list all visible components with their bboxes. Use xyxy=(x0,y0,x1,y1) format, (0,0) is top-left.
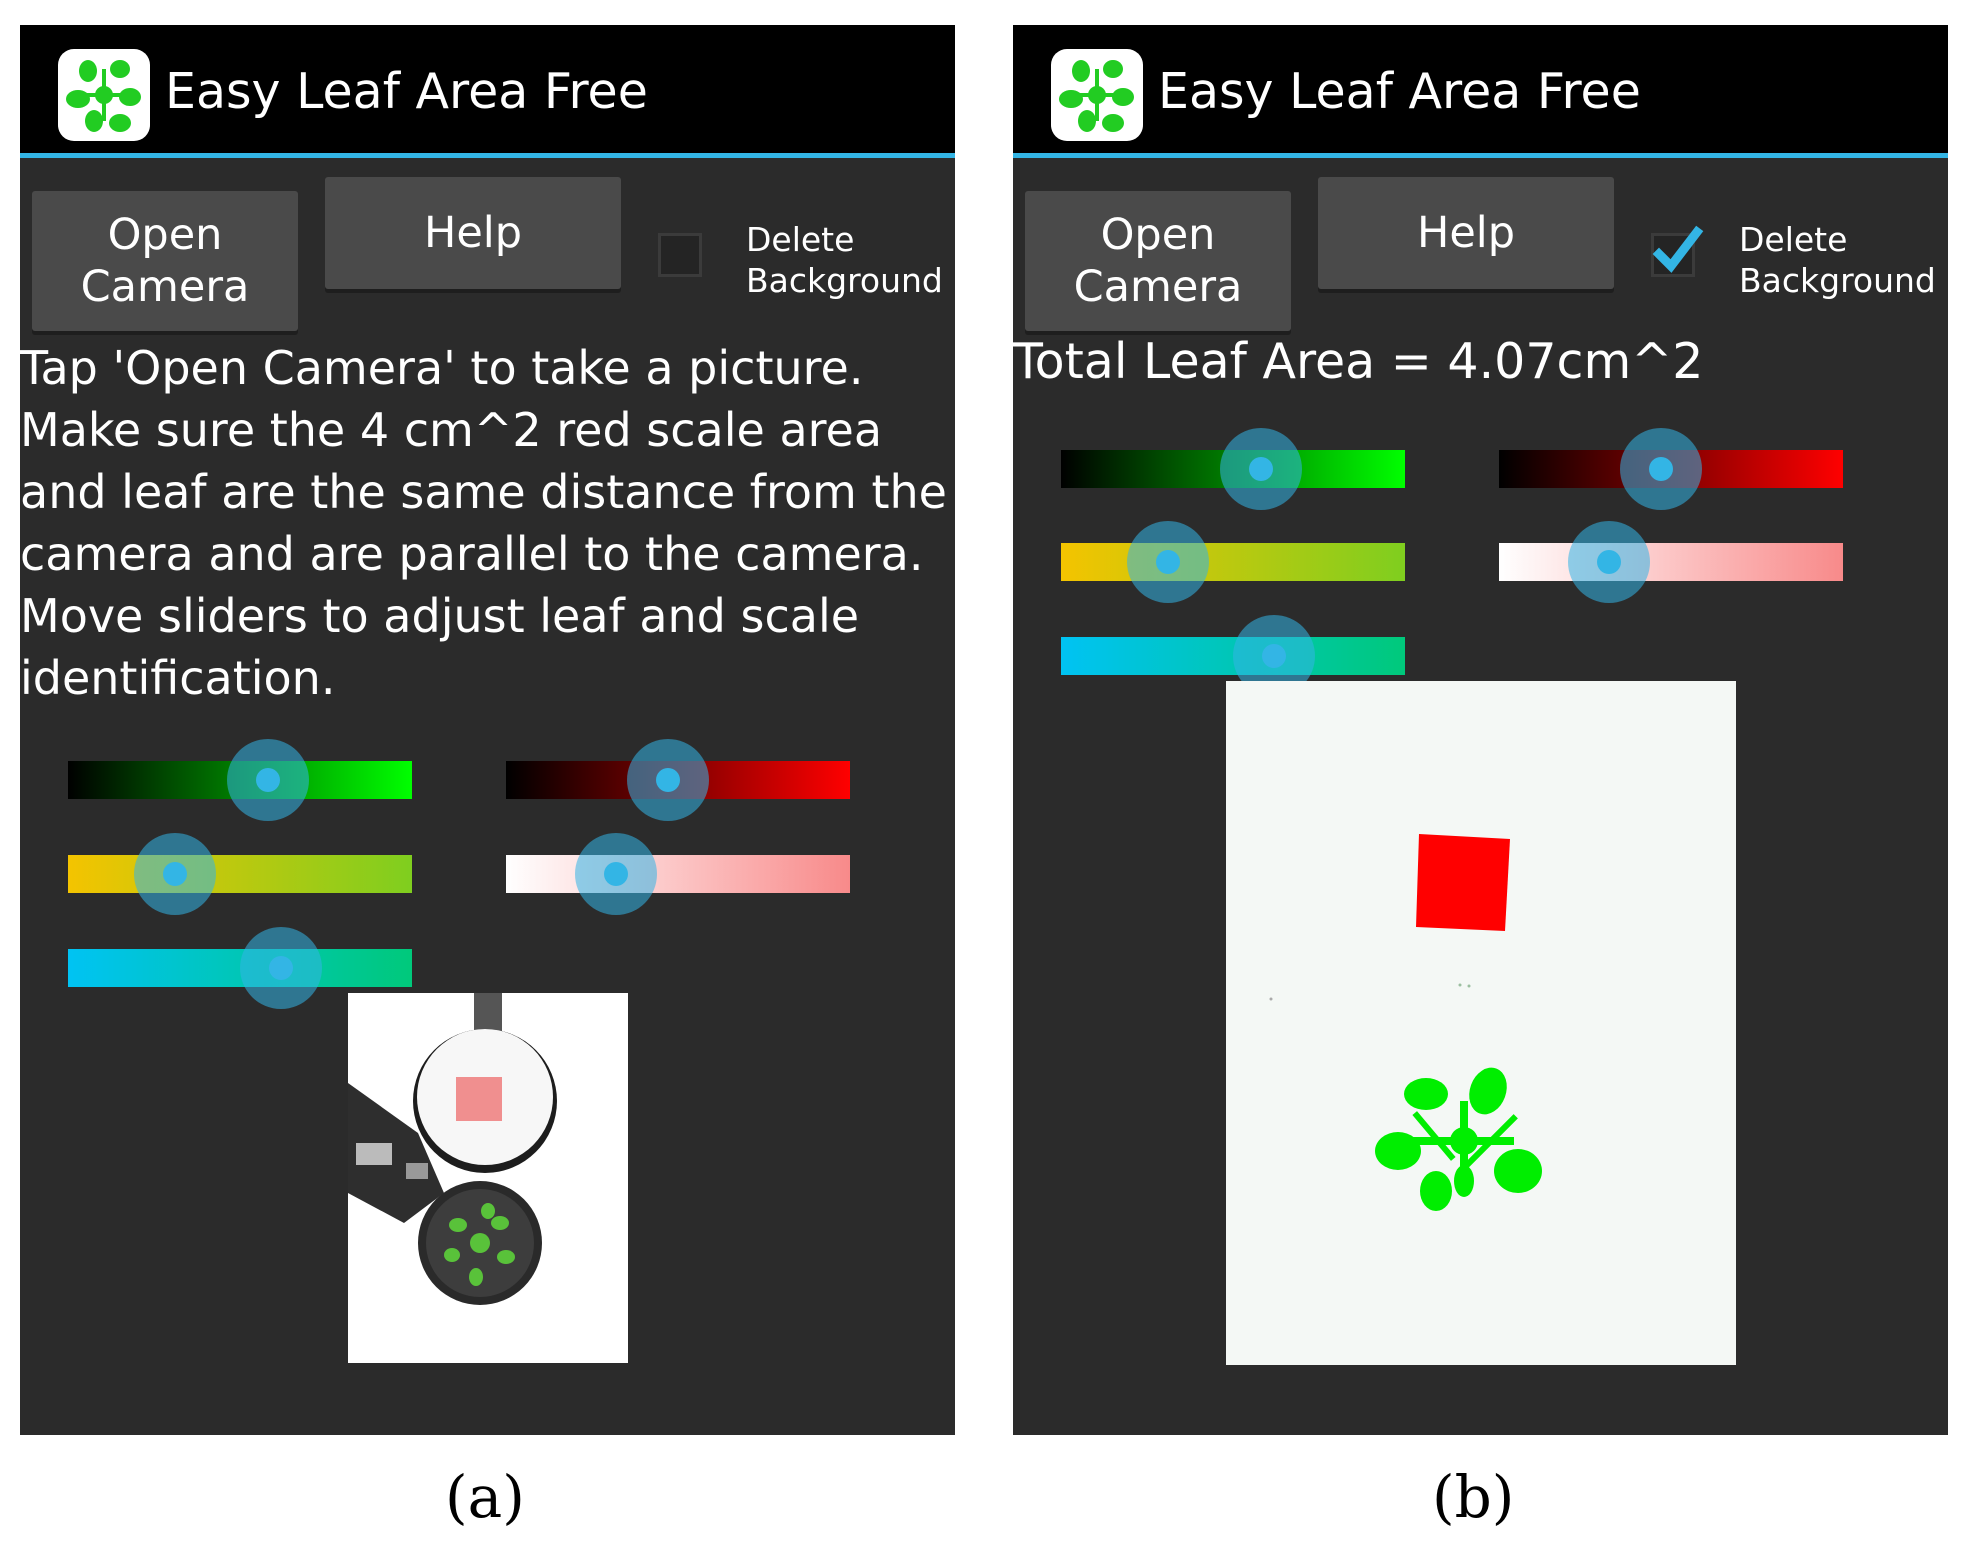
open-camera-button[interactable]: Open Camera xyxy=(1025,191,1291,331)
open-camera-label: Open Camera xyxy=(1073,209,1243,312)
app-title: Easy Leaf Area Free xyxy=(1158,63,1641,120)
slider-thumb[interactable] xyxy=(133,833,216,915)
app-title: Easy Leaf Area Free xyxy=(165,63,648,120)
action-bar: Easy Leaf Area Free xyxy=(20,25,955,158)
pink-scale-slider[interactable] xyxy=(1499,521,1843,603)
slider-thumb[interactable] xyxy=(626,739,709,821)
checkmark-icon xyxy=(1652,225,1704,273)
green-threshold-slider[interactable] xyxy=(1061,428,1405,510)
total-leaf-area-text: Total Leaf Area = 4.07cm^2 xyxy=(1013,333,1704,390)
yellow-green-slider[interactable] xyxy=(1061,521,1405,603)
cyan-slider[interactable] xyxy=(68,927,412,1009)
camera-photo-preview xyxy=(348,993,628,1363)
delete-background-label: Delete Background xyxy=(1739,220,1936,300)
cyan-slider[interactable] xyxy=(1061,615,1405,697)
slider-thumb[interactable] xyxy=(226,739,309,821)
slider-thumb[interactable] xyxy=(1568,521,1651,603)
green-threshold-slider[interactable] xyxy=(68,739,412,821)
slider-thumb[interactable] xyxy=(1619,428,1702,510)
red-threshold-slider[interactable] xyxy=(1499,428,1843,510)
pink-scale-slider[interactable] xyxy=(506,833,850,915)
slider-thumb[interactable] xyxy=(1219,428,1302,510)
caption-a: (a) xyxy=(445,1463,525,1531)
help-label: Help xyxy=(423,207,523,258)
yellow-green-slider[interactable] xyxy=(68,833,412,915)
delete-background-label: Delete Background xyxy=(746,220,943,300)
slider-thumb[interactable] xyxy=(1126,521,1209,603)
slider-thumb[interactable] xyxy=(240,927,323,1009)
slider-thumb[interactable] xyxy=(575,833,658,915)
help-button[interactable]: Help xyxy=(1318,177,1614,289)
action-bar: Easy Leaf Area Free xyxy=(1013,25,1948,158)
red-threshold-slider[interactable] xyxy=(506,739,850,821)
instructions-text: Tap 'Open Camera' to take a picture. Mak… xyxy=(20,341,947,705)
help-button[interactable]: Help xyxy=(325,177,621,289)
open-camera-button[interactable]: Open Camera xyxy=(32,191,298,331)
app-logo-icon xyxy=(58,49,150,141)
app-logo-icon xyxy=(1051,49,1143,141)
app-screen-b: Easy Leaf Area Free Open Camera Help Del… xyxy=(1013,25,1948,1435)
delete-background-checkbox[interactable] xyxy=(1651,225,1704,277)
app-screen-a: Easy Leaf Area Free Open Camera Help Del… xyxy=(20,25,955,1435)
help-label: Help xyxy=(1416,207,1516,258)
processed-leaf-image xyxy=(1226,681,1736,1365)
red-scale-square xyxy=(1416,834,1510,931)
delete-background-checkbox[interactable] xyxy=(658,233,702,277)
caption-b: (b) xyxy=(1432,1463,1515,1531)
open-camera-label: Open Camera xyxy=(80,209,250,312)
leaf-rosette xyxy=(1375,1067,1542,1211)
